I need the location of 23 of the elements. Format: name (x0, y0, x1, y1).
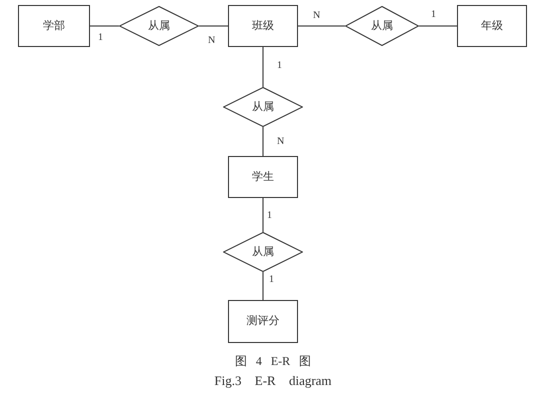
cardinality-label: N (277, 136, 284, 147)
connector-line (262, 272, 264, 300)
relationship-diamond: 从属 (119, 6, 199, 46)
entity-box: 年级 (457, 5, 527, 47)
connector-line (262, 46, 264, 88)
entity-box: 学部 (18, 5, 90, 47)
relationship-diamond: 从属 (345, 6, 419, 46)
entity-box: 测评分 (228, 300, 298, 343)
cardinality-label: 1 (277, 60, 282, 71)
cardinality-label: N (313, 10, 320, 21)
relationship-diamond: 从属 (223, 87, 303, 127)
entity-box: 班级 (228, 5, 298, 47)
relationship-diamond: 从属 (223, 232, 303, 272)
figure-caption: Fig.3 E-R diagram (213, 373, 333, 389)
cardinality-label: 1 (431, 9, 436, 20)
figure-caption: 图 4 E-R 图 (234, 353, 312, 370)
connector-line (262, 198, 264, 232)
cardinality-label: N (208, 35, 216, 46)
cardinality-label: 1 (269, 274, 274, 285)
cardinality-label: 1 (267, 210, 272, 221)
connector-line (262, 126, 264, 156)
entity-box: 学生 (228, 156, 298, 198)
cardinality-label: 1 (98, 32, 103, 43)
